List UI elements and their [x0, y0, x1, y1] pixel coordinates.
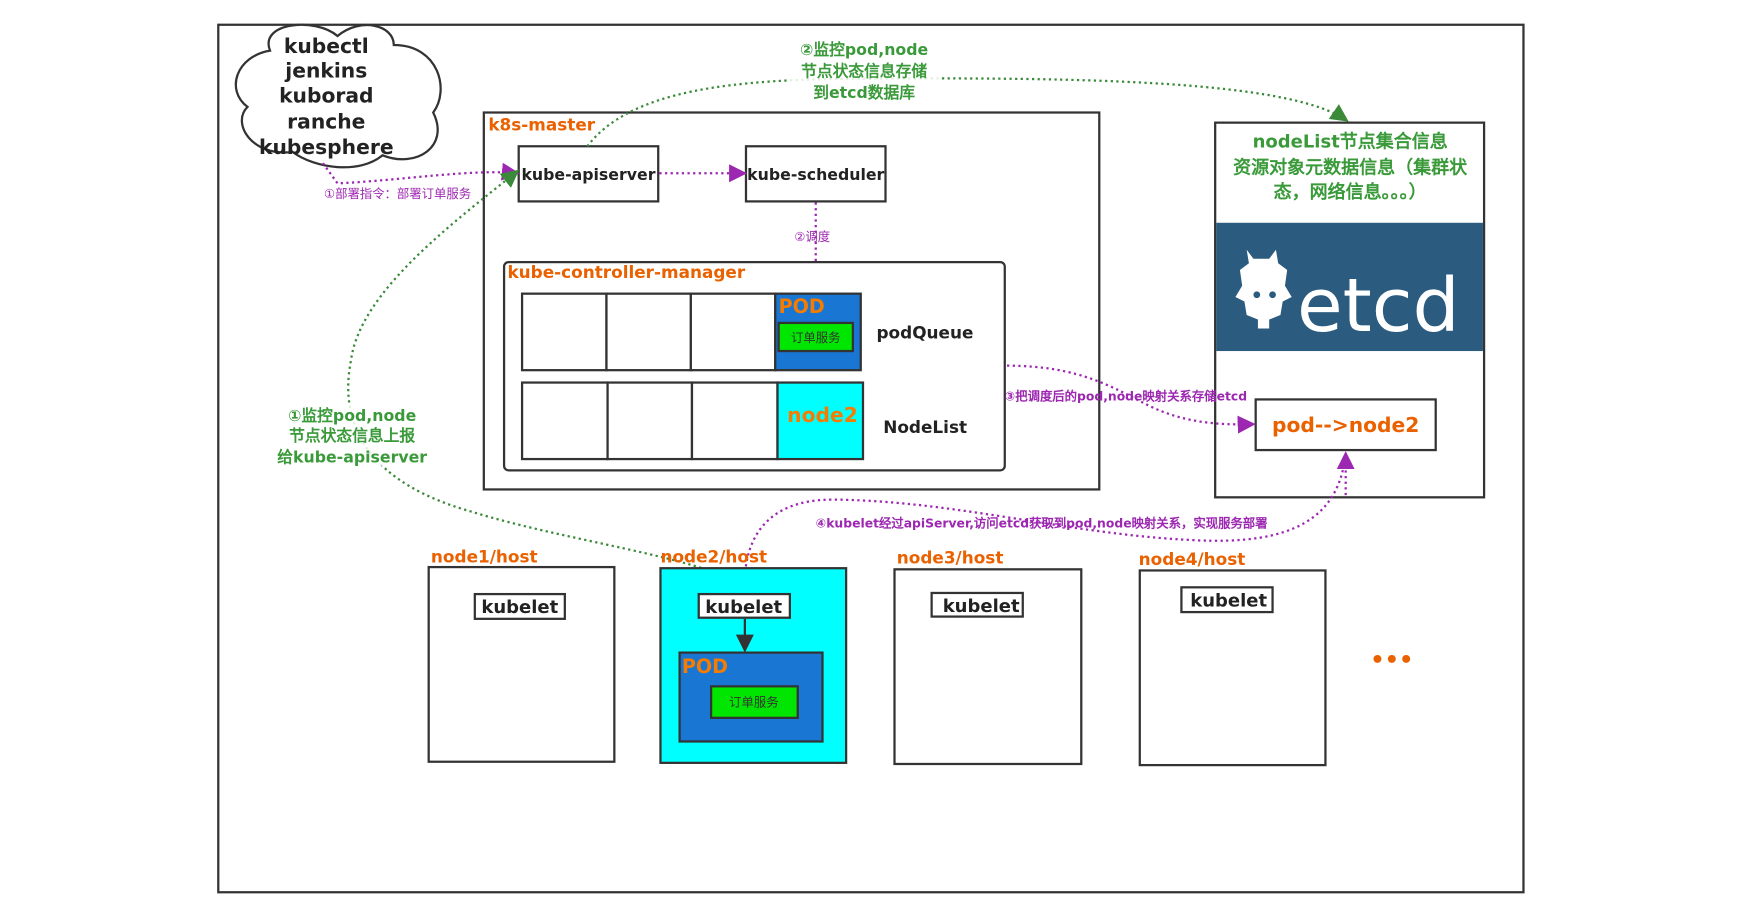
pod-node-mapping-box [1254, 398, 1437, 452]
node4-kubelet [1180, 586, 1274, 614]
clients-cloud: kubectl jenkins kuborad ranche kubespher… [234, 23, 442, 169]
node1-kubelet-label: kubelet [481, 597, 558, 618]
etcd-logo-text: etcd [1297, 262, 1460, 349]
kubelet-fetch-arrow [735, 453, 1347, 593]
node3-kubelet-label: kubelet [943, 596, 1020, 617]
more-nodes-ellipsis: ••• [1370, 647, 1413, 673]
monitor-report-line1: ①监控pod,node [288, 406, 416, 425]
queued-pod-label: POD [779, 295, 825, 318]
node-list: node2 [520, 381, 865, 461]
monitor-report-line2: 节点状态信息上报 [289, 426, 415, 445]
monitor-store-line3: 到etcd数据库 [813, 83, 915, 102]
client-ranche: ranche [287, 109, 365, 133]
node1-kubelet [473, 592, 566, 620]
deploy-annotation: ①部署指令：部署订单服务 [324, 186, 471, 201]
node3-label: node3/host [897, 548, 1004, 568]
node2-service-box [709, 685, 799, 719]
pod-queue: POD 订单服务 [520, 292, 862, 372]
client-kubesphere: kubesphere [259, 135, 394, 159]
node1-label: node1/host [431, 547, 538, 567]
monitor-report-line3: 给kube-apiserver [277, 447, 427, 466]
node2-service-label: 订单服务 [729, 695, 778, 710]
store-mapping-arrow [1007, 364, 1256, 434]
schedule-annotation: ②调度 [794, 229, 830, 244]
node3-host: node3/host kubelet [893, 548, 1083, 766]
pod-node-mapping-label: pod-->node2 [1272, 413, 1419, 437]
client-kubectl: kubectl [284, 34, 369, 58]
etcd-logo: etcd [1216, 222, 1483, 352]
queued-service-box [777, 321, 854, 353]
monitor-store-line1: ②监控pod,node [800, 40, 928, 59]
node4-host: node4/host kubelet [1138, 549, 1327, 767]
kube-apiserver-label: kube-apiserver [521, 165, 655, 184]
queued-service-label: 订单服务 [791, 330, 840, 345]
node4-label: node4/host [1139, 549, 1246, 569]
kube-scheduler-label: kube-scheduler [747, 165, 884, 184]
client-kuborad: kuborad [279, 83, 373, 107]
node-list-node2-label: node2 [787, 403, 858, 427]
monitor-store-line2: 节点状态信息存储 [801, 62, 927, 81]
node2-kubelet-label: kubelet [705, 597, 782, 618]
monitor-report-arrow [347, 169, 744, 587]
deploy-command-arrow [322, 162, 520, 185]
pod-queue-label: podQueue [877, 323, 974, 343]
client-jenkins: jenkins [284, 59, 367, 83]
node2-host: node2/host kubelet POD 订单服务 [659, 547, 848, 764]
node2-label: node2/host [660, 547, 767, 567]
etcd-title-line2: 资源对象元数据信息（集群状 [1233, 156, 1468, 178]
etcd-title-line3: 态，网络信息。。。） [1274, 181, 1427, 203]
node2-pod-label: POD [682, 655, 728, 678]
etcd-title-line1: nodeList节点集合信息 [1253, 130, 1448, 152]
node-list-label: NodeList [883, 417, 967, 437]
kubelet-fetch-annotation: ④kubelet经过apiServer,访问etcd获取到pod,node映射关… [816, 516, 1268, 531]
k8s-master-label: k8s-master [488, 115, 595, 135]
node-list-node2 [776, 381, 865, 461]
store-mapping-annotation: ③把调度后的pod,node映射关系存储etcd [1005, 389, 1247, 404]
node1-host: node1/host kubelet [427, 547, 616, 763]
controller-manager-label: kube-controller-manager [507, 262, 745, 282]
node2-kubelet [697, 592, 791, 619]
node3-kubelet [930, 591, 1024, 618]
node4-kubelet-label: kubelet [1190, 590, 1267, 611]
kube-scheduler-box [744, 145, 887, 203]
